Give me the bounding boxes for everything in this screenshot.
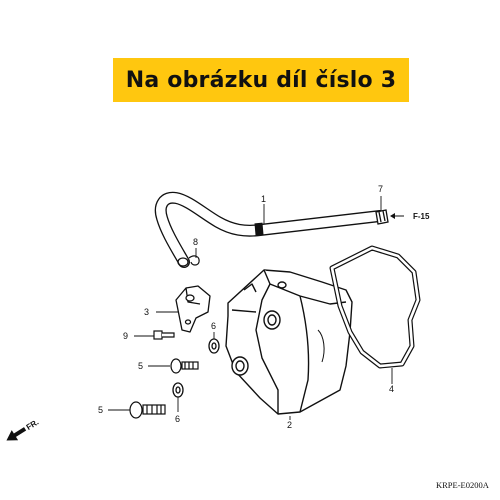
bracket [175,285,211,333]
cylinder-head-cover [225,269,353,415]
callout-2: 2 [287,420,292,430]
callout-6-upper: 6 [211,321,216,331]
hose-clip [375,209,389,225]
front-marker: FR. [6,418,41,441]
callout-7: 7 [378,184,383,194]
banner-text: Na obrázku díl číslo 3 [125,67,397,93]
callout-6-lower: 6 [175,414,180,424]
callout-8: 8 [193,237,198,247]
breather-hose [154,191,386,268]
front-marker-label: FR. [25,418,41,432]
cover-bolt-lower [129,401,166,419]
callout-1: 1 [261,194,266,204]
reference-label: F-15 [413,212,430,221]
callout-3: 3 [144,307,149,317]
callout-4: 4 [389,384,394,394]
cover-bolt-upper [170,358,199,374]
washers [172,338,220,398]
callout-9: 9 [123,331,128,341]
callout-5-upper: 5 [138,361,143,371]
reference-arrow: F-15 [390,212,430,221]
callout-5-lower: 5 [98,405,103,415]
gasket [329,245,421,369]
title-banner: Na obrázku díl číslo 3 [113,58,409,102]
leader-lines [108,196,393,420]
diagram-code: KRPE-E0200A [436,480,490,490]
small-bolt [153,330,175,340]
small-clip [188,255,200,266]
